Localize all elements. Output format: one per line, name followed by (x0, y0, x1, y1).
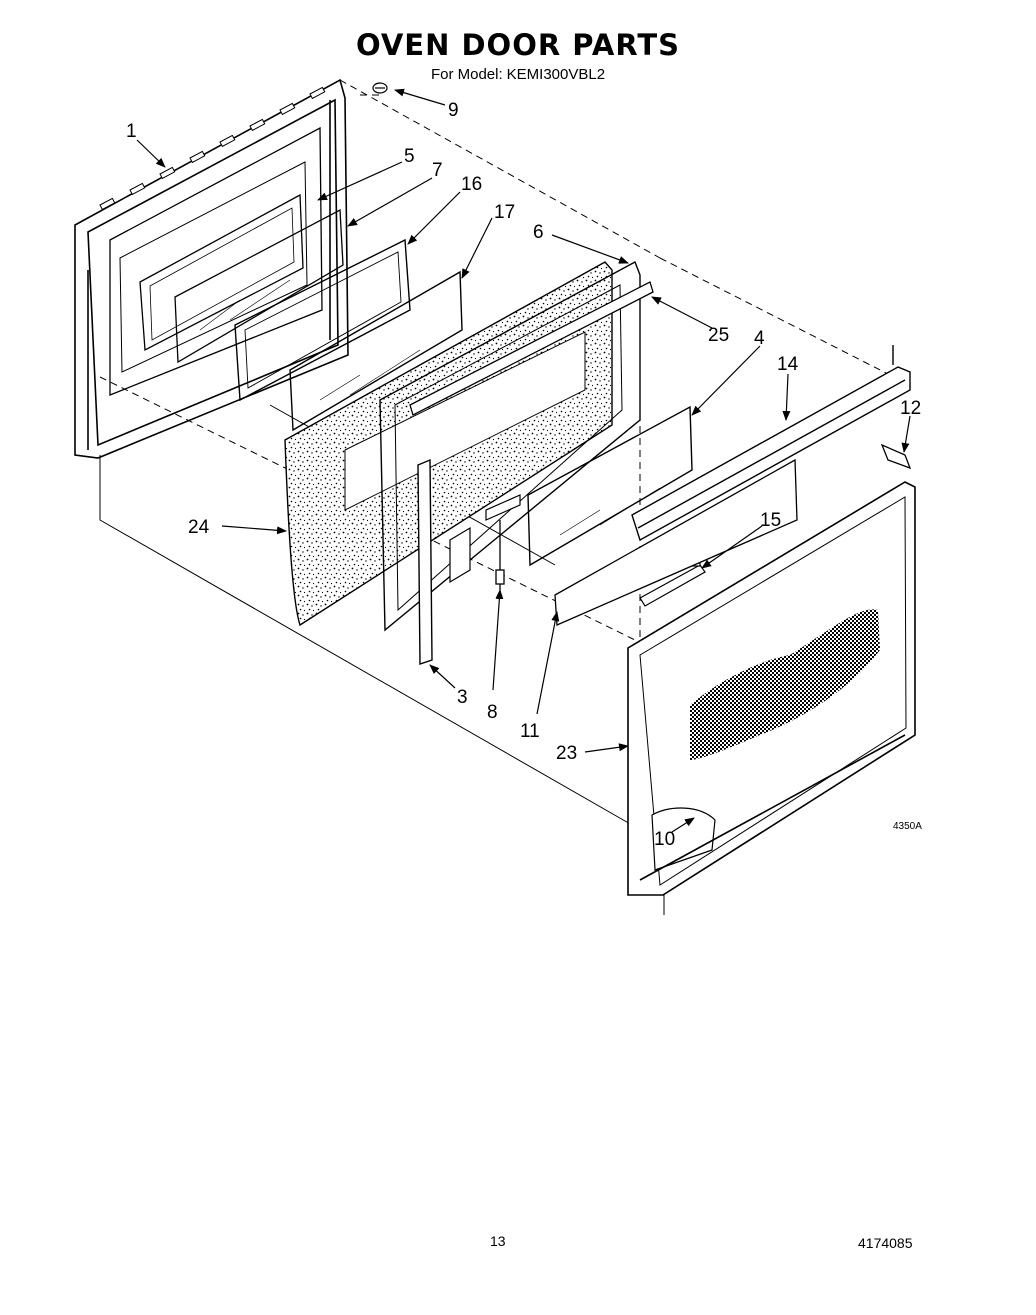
callout-leader-lines (136, 88, 911, 833)
glass-panel-7 (174, 208, 344, 364)
callout-labels: 1 9 5 7 16 17 6 25 4 14 12 15 24 3 8 11 … (126, 100, 922, 850)
trim-strip-25 (409, 281, 654, 416)
document-number: 4174085 (858, 1235, 913, 1251)
callout-16: 16 (461, 174, 482, 195)
door-handle-14 (631, 345, 911, 542)
page-title: OVEN DOOR PARTS (355, 28, 681, 62)
model-prefix: For Model: (430, 66, 503, 83)
end-cap-12 (880, 443, 912, 470)
callout-15: 15 (760, 510, 781, 531)
callout-10: 10 (654, 829, 675, 850)
inner-glass (139, 193, 304, 352)
callout-5: 5 (404, 146, 415, 167)
model-number: KEMI300VBL2 (506, 66, 606, 83)
page-number: 13 (490, 1233, 506, 1249)
callout-8: 8 (487, 702, 498, 723)
callout-14: 14 (777, 354, 799, 375)
callout-24: 24 (188, 517, 210, 538)
framed-glass-16 (234, 238, 411, 402)
insulation-pad (284, 261, 613, 627)
door-panel-frame-6 (379, 261, 641, 632)
callout-25: 25 (708, 325, 729, 346)
figure-code: 4350A (893, 821, 922, 832)
callout-23: 23 (556, 743, 577, 764)
outer-glass-4 (527, 405, 693, 567)
callout-11: 11 (520, 721, 540, 742)
hinge-rod-8 (495, 520, 505, 590)
liner-vents (99, 86, 326, 211)
callout-3: 3 (457, 687, 468, 708)
callout-1: 1 (126, 121, 137, 142)
callout-7: 7 (432, 160, 443, 181)
glass-panel-17 (289, 270, 463, 432)
bracket-parts (449, 494, 521, 584)
screw-part (372, 82, 388, 94)
door-liner-frame (74, 78, 349, 459)
callout-9: 9 (448, 100, 459, 121)
side-channel-3 (417, 458, 433, 665)
outer-door-panel-23 (627, 481, 916, 896)
model-subtitle: For Model:KEMI300VBL2 (0, 66, 1036, 83)
callout-12: 12 (900, 398, 921, 419)
callout-6: 6 (533, 222, 544, 243)
callout-4: 4 (754, 328, 765, 349)
callout-17: 17 (494, 202, 515, 223)
